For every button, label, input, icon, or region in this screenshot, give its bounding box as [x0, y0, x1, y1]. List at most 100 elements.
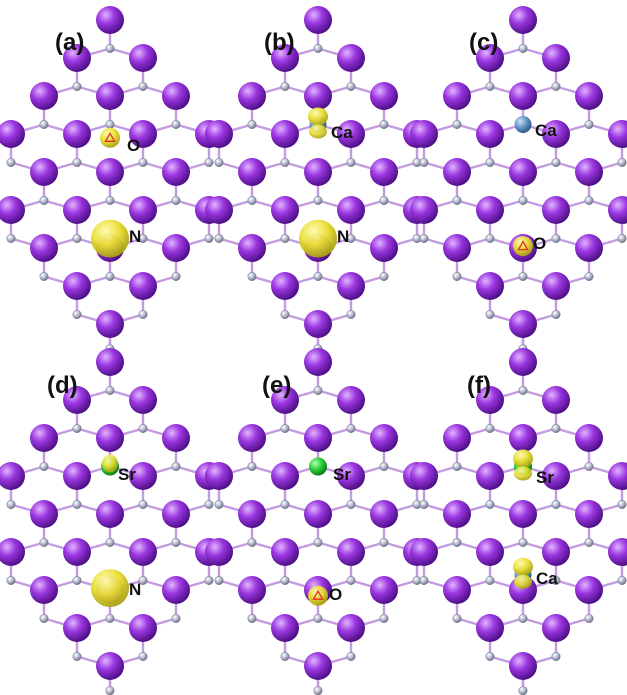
- small-atom: [247, 537, 257, 547]
- small-atom: [105, 43, 115, 53]
- nitrogen-atom-with-isosurface-icon: [91, 569, 129, 608]
- large-atom: [476, 386, 504, 414]
- small-atom: [280, 82, 290, 92]
- small-atom: [346, 575, 356, 585]
- small-atom: [379, 537, 389, 547]
- small-atom: [379, 613, 389, 623]
- large-atom: [608, 120, 627, 148]
- large-atom: [129, 462, 157, 490]
- small-atom: [551, 234, 561, 244]
- large-atom: [129, 196, 157, 224]
- site-label-2: N: [337, 227, 349, 246]
- small-atom: [584, 613, 594, 623]
- small-atom: [379, 120, 389, 130]
- small-atom: [346, 423, 356, 433]
- small-atom: [485, 651, 495, 661]
- small-atom: [313, 271, 323, 281]
- large-atom: [337, 196, 365, 224]
- panel-d: (d) Sr N: [0, 348, 223, 695]
- large-atom: [476, 462, 504, 490]
- large-atom: [542, 120, 570, 148]
- small-atom: [617, 575, 627, 585]
- site-label-1: Ca: [331, 123, 353, 142]
- small-atom: [518, 271, 528, 281]
- small-atom: [551, 651, 561, 661]
- large-atom: [271, 614, 299, 642]
- small-atom: [39, 613, 49, 623]
- large-atom: [443, 576, 471, 604]
- small-atom: [247, 120, 257, 130]
- strontium-atom-with-isosurface-icon: [513, 449, 533, 481]
- large-atom: [63, 120, 91, 148]
- small-atom: [280, 423, 290, 433]
- large-atom: [476, 120, 504, 148]
- site-label-1: Ca: [535, 121, 557, 140]
- site-label-1: Sr: [118, 465, 136, 484]
- small-atom: [584, 537, 594, 547]
- large-atom: [370, 500, 398, 528]
- small-atom: [280, 234, 290, 244]
- large-atom: [96, 500, 124, 528]
- small-atom: [138, 158, 148, 168]
- calcium-atom-icon: [514, 116, 532, 133]
- small-atom: [138, 499, 148, 509]
- large-atom: [238, 234, 266, 262]
- large-atom: [205, 196, 233, 224]
- panel-label-e: (e): [262, 372, 291, 399]
- small-atom: [105, 271, 115, 281]
- small-atom: [72, 158, 82, 168]
- small-atom: [214, 499, 224, 509]
- site-label-2: N: [129, 580, 141, 599]
- large-atom: [509, 310, 537, 338]
- large-atom: [0, 462, 25, 490]
- small-atom: [171, 461, 181, 471]
- small-atom: [346, 82, 356, 92]
- panel-label-f: (f): [467, 372, 491, 399]
- small-atom: [518, 196, 528, 206]
- small-atom: [313, 613, 323, 623]
- large-atom: [238, 424, 266, 452]
- large-atom: [304, 310, 332, 338]
- small-atom: [551, 82, 561, 92]
- small-atom: [379, 196, 389, 206]
- large-atom: [304, 6, 332, 34]
- small-atom: [419, 575, 429, 585]
- small-atom: [39, 196, 49, 206]
- large-atom: [129, 538, 157, 566]
- small-atom: [313, 385, 323, 395]
- small-atom: [6, 575, 16, 585]
- large-atom: [162, 500, 190, 528]
- large-atom: [542, 614, 570, 642]
- large-atom: [63, 272, 91, 300]
- small-atom: [346, 309, 356, 319]
- small-atom: [105, 686, 115, 695]
- small-atom: [72, 575, 82, 585]
- small-atom: [551, 423, 561, 433]
- large-atom: [509, 158, 537, 186]
- small-atom: [214, 575, 224, 585]
- small-atom: [485, 309, 495, 319]
- large-atom: [162, 576, 190, 604]
- large-atom: [271, 538, 299, 566]
- small-atom: [72, 82, 82, 92]
- large-atom: [205, 120, 233, 148]
- small-atom: [247, 196, 257, 206]
- small-atom: [105, 537, 115, 547]
- large-atom: [410, 196, 438, 224]
- large-atom: [608, 196, 627, 224]
- small-atom: [6, 158, 16, 168]
- large-atom: [63, 44, 91, 72]
- large-atom: [129, 614, 157, 642]
- small-atom: [419, 499, 429, 509]
- large-atom: [304, 652, 332, 680]
- small-atom: [138, 575, 148, 585]
- small-atom: [39, 120, 49, 130]
- small-atom: [379, 461, 389, 471]
- large-atom: [337, 462, 365, 490]
- large-atom: [575, 158, 603, 186]
- large-atom: [30, 82, 58, 110]
- small-atom: [171, 271, 181, 281]
- large-atom: [542, 272, 570, 300]
- large-atom: [608, 538, 627, 566]
